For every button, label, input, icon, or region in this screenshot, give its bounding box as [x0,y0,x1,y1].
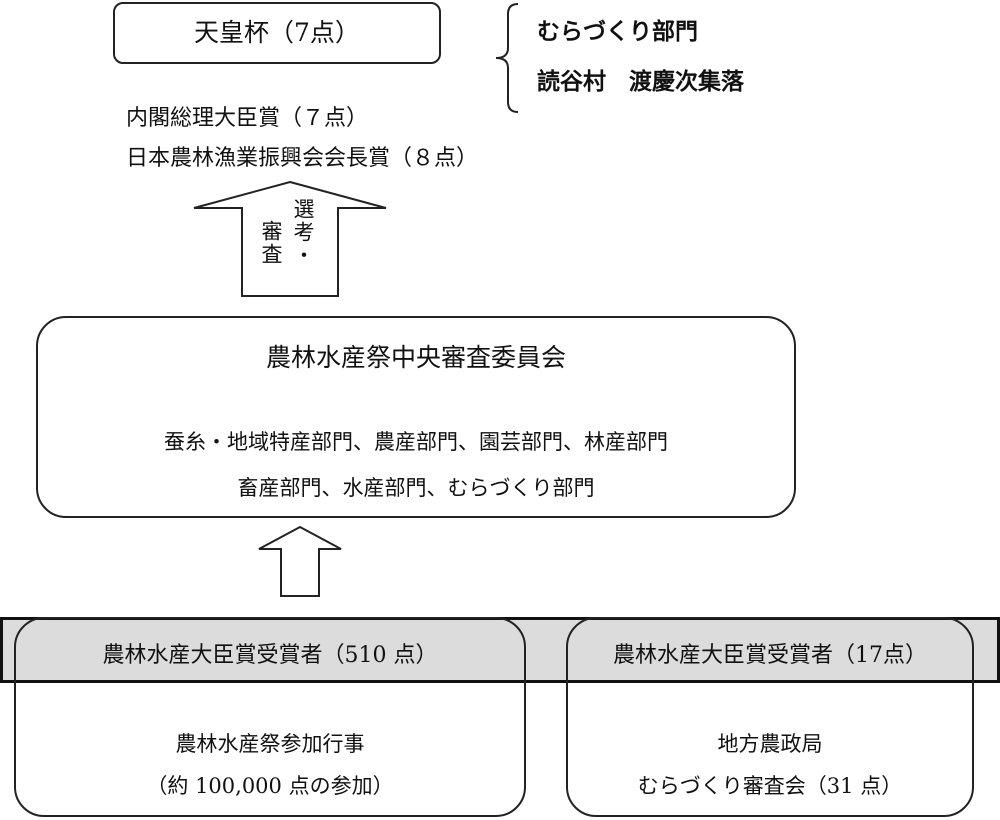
departments-line-1: 蚕糸・地域特産部門、農産部門、園芸部門、林産部門 [164,430,668,454]
prime-minister-award: 内閣総理大臣賞（７点） [126,106,369,131]
regional-bureau-box [566,617,974,817]
participation-events-title: 農林水産祭参加行事 [175,732,365,756]
arrow-label-selection: 選考・ [291,198,315,267]
winner-category: むらづくり部門 [537,19,698,45]
participation-count: （約 100,000 点の参加） [146,774,394,798]
departments-line-2: 畜産部門、水産部門、むらづくり部門 [237,476,595,500]
central-committee-box [36,316,796,518]
regional-bureau-title: 地方農政局 [717,732,823,756]
arrow-label-review: 審査 [259,220,283,266]
winner-name: 読谷村 渡慶次集落 [537,69,744,95]
brace-icon [495,3,519,113]
upward-arrow-icon [193,180,387,297]
right-recipient-header: 農林水産大臣賞受賞者（17点） [613,643,927,668]
upward-arrow-small-icon [258,525,342,597]
left-recipient-header: 農林水産大臣賞受賞者（510 点） [102,643,438,668]
association-award: 日本農林漁業振興会会長賞（８点） [126,146,479,171]
emperor-cup-box: 天皇杯（7点） [113,2,441,64]
participation-events-box [14,617,526,817]
committee-title: 農林水産祭中央審査委員会 [265,343,566,372]
village-review-committee: むらづくり審査会（31 点） [637,774,903,798]
emperor-cup-label: 天皇杯（7点） [194,18,360,47]
